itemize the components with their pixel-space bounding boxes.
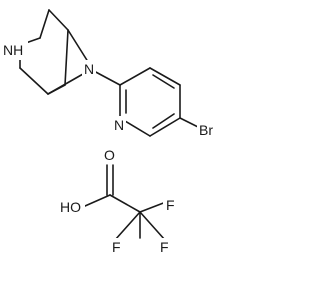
bond xyxy=(139,211,166,241)
fluorine-right-label: F xyxy=(160,239,169,255)
bond xyxy=(48,9,69,31)
bicyclic-amine xyxy=(19,9,91,95)
bromine-label: Br xyxy=(199,122,213,138)
hydroxyl-label: HO xyxy=(60,199,81,215)
chemical-structure-canvas: NH N N Br O HO F F F xyxy=(0,9,221,256)
pyridine-n-label: N xyxy=(114,117,124,133)
bond xyxy=(67,29,91,66)
bond xyxy=(19,67,49,95)
bond xyxy=(149,67,181,86)
bond xyxy=(119,67,151,86)
pyridine-ring xyxy=(119,67,181,137)
bond xyxy=(39,9,50,39)
fluorine-top-label: F xyxy=(166,197,175,213)
bond xyxy=(84,194,111,207)
trifluoroacetic-acid xyxy=(84,164,167,241)
fluorine-left-label: F xyxy=(112,239,121,255)
bond xyxy=(64,29,69,86)
atom-labels: NH N N Br O HO F F F xyxy=(0,40,221,256)
bond xyxy=(91,69,121,86)
bond xyxy=(109,194,141,213)
double-bond xyxy=(152,113,175,129)
bond xyxy=(139,201,167,213)
molecule-drawing: NH N N Br O HO F F F xyxy=(0,9,221,256)
bond xyxy=(149,117,181,137)
double-bond xyxy=(152,74,175,89)
bond xyxy=(114,211,141,241)
nh-label: NH xyxy=(3,42,23,58)
carbonyl-o-label: O xyxy=(104,147,115,163)
bond xyxy=(179,117,201,129)
amine-n-label: N xyxy=(84,61,94,77)
